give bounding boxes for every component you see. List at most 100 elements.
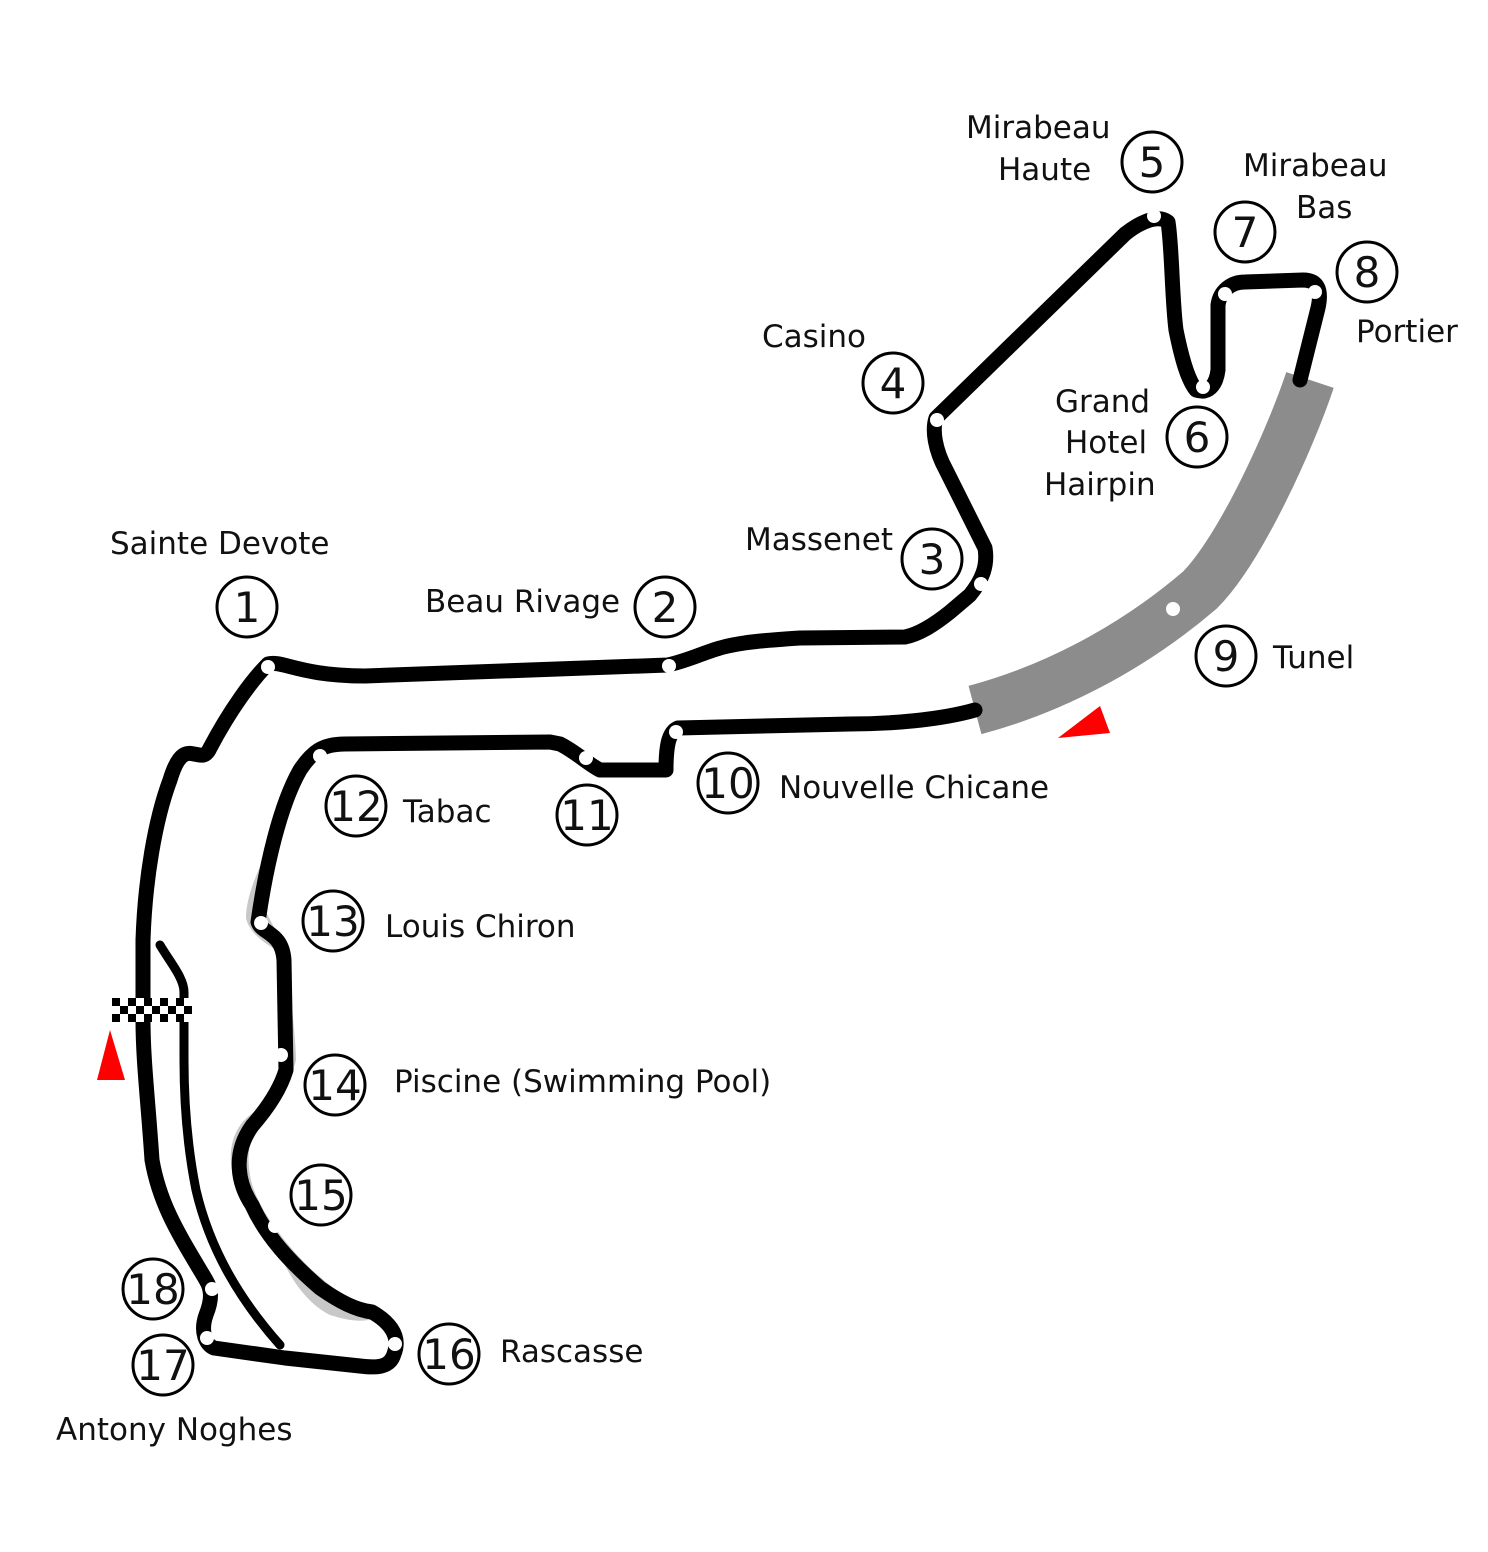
corner-1-badge: 1 [215, 575, 279, 639]
corner-2-label: Beau Rivage [425, 584, 620, 620]
corner-ring [121, 1257, 185, 1321]
corner-8-dot [1308, 285, 1322, 299]
corner-number: 15 [294, 1171, 347, 1220]
corner-4-label: Casino [762, 319, 866, 355]
corner-15-badge: 15 [289, 1163, 353, 1227]
corner-13-badge: 13 [301, 889, 365, 953]
corner-labels: Sainte Devote Beau Rivage Massenet Casin… [56, 110, 1458, 1448]
start-finish-line [112, 998, 192, 1022]
corner-11-badge: 11 [555, 783, 619, 847]
corner-number: 3 [919, 535, 946, 584]
corner-number: 2 [652, 583, 679, 632]
direction-arrow-start [97, 1030, 125, 1080]
track-main [135, 211, 1327, 948]
corner-10-dot [669, 725, 683, 739]
corner-16-label: Rascasse [500, 1334, 643, 1370]
corner-11-dot [579, 751, 593, 765]
track-pit-lane [155, 940, 285, 1350]
checker-square [128, 1014, 136, 1022]
corner-ring [303, 1053, 367, 1117]
corner-ring [696, 751, 760, 815]
corner-14-dot [274, 1048, 288, 1062]
corner-ring [417, 1322, 481, 1386]
corner-number: 7 [1232, 208, 1259, 257]
corner-6-badge: 6 [1165, 405, 1229, 469]
corner-8-badge: 8 [1335, 240, 1399, 304]
corner-17-label: Antony Noghes [56, 1412, 293, 1448]
checker-square [184, 1006, 192, 1014]
corner-number: 13 [306, 897, 359, 946]
corner-4-badge: 4 [861, 351, 925, 415]
corner-number: 8 [1354, 248, 1381, 297]
checker-square [176, 1014, 184, 1022]
corner-2-badge: 2 [633, 575, 697, 639]
corner-3-badge: 3 [900, 527, 964, 591]
corner-14-badge: 14 [303, 1053, 367, 1117]
checker-square [168, 1006, 176, 1014]
corner-1-label: Sainte Devote [110, 526, 330, 562]
corner-18-dot [205, 1282, 219, 1296]
corner-number: 10 [701, 759, 754, 808]
corner-ring [555, 783, 619, 847]
corner-6-label-line1: Grand [1055, 384, 1150, 420]
checker-square [152, 1006, 160, 1014]
corner-ring [1213, 200, 1277, 264]
corner-5-dot [1147, 209, 1161, 223]
corner-13-dot [254, 916, 268, 930]
checker-square [144, 998, 152, 1006]
corner-9-label: Tunel [1272, 640, 1354, 676]
corner-5-label-line2: Haute [998, 152, 1091, 188]
corner-number: 11 [560, 791, 613, 840]
corner-15-dot [268, 1219, 282, 1233]
corner-12-dot [313, 749, 327, 763]
corner-17-badge: 17 [131, 1333, 195, 1397]
checker-square [160, 1014, 168, 1022]
direction-arrow-tunnel [1058, 706, 1110, 738]
corner-ring [324, 774, 388, 838]
corner-ring [1165, 405, 1229, 469]
corner-ring [215, 575, 279, 639]
corner-10-label: Nouvelle Chicane [779, 770, 1049, 806]
corner-number: 14 [308, 1061, 361, 1110]
corner-3-label: Massenet [745, 522, 893, 558]
corner-number: 9 [1213, 632, 1240, 681]
corner-6-label-line3: Hairpin [1044, 467, 1156, 503]
corner-3-dot [974, 577, 988, 591]
checker-square [128, 998, 136, 1006]
corner-ring [633, 575, 697, 639]
tunnel-section [968, 371, 1334, 735]
corner-7-label-line2: Bas [1296, 190, 1352, 226]
corner-number: 18 [126, 1265, 179, 1314]
checker-square [176, 998, 184, 1006]
corner-number: 16 [422, 1330, 475, 1379]
checker-square [160, 998, 168, 1006]
corner-number: 17 [136, 1341, 189, 1390]
corner-number: 12 [329, 782, 382, 831]
checker-square [120, 1006, 128, 1014]
corner-ring [1335, 240, 1399, 304]
checker-square [112, 998, 120, 1006]
corner-ring [1120, 130, 1184, 194]
corner-18-badge: 18 [121, 1257, 185, 1321]
checker-square [144, 1014, 152, 1022]
corner-5-label-line1: Mirabeau [966, 110, 1111, 146]
checker-square [112, 1014, 120, 1022]
corner-4-dot [930, 413, 944, 427]
corner-12-label: Tabac [402, 794, 492, 830]
corner-2-dot [662, 659, 676, 673]
corner-7-dot [1218, 287, 1232, 301]
corner-number: 4 [880, 359, 907, 408]
corner-7-badge: 7 [1213, 200, 1277, 264]
corner-number: 6 [1184, 413, 1211, 462]
corner-5-badge: 5 [1120, 130, 1184, 194]
corner-8-label: Portier [1356, 314, 1458, 350]
corner-ring [131, 1333, 195, 1397]
corner-12-badge: 12 [324, 774, 388, 838]
corner-9-dot [1166, 602, 1180, 616]
corner-1-dot [261, 660, 275, 674]
corner-6-dot [1196, 380, 1210, 394]
corner-13-label: Louis Chiron [385, 909, 576, 945]
corner-6-label-line2: Hotel [1065, 425, 1147, 461]
